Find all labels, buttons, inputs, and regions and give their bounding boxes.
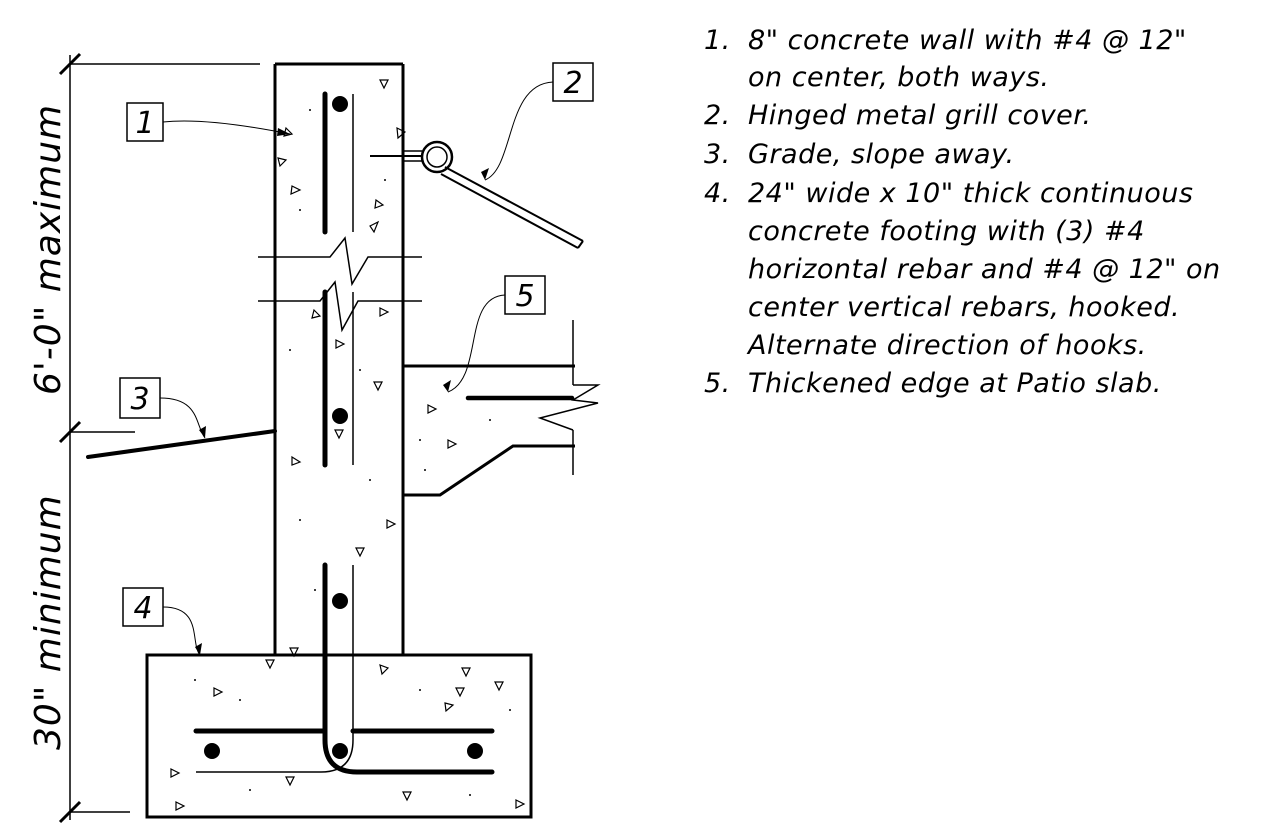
svg-text:on center, both ways.: on center, both ways. (748, 62, 1049, 93)
svg-text:3: 3 (130, 382, 149, 417)
note-1: 1. 8" concrete wall with #4 @ 12" on cen… (704, 25, 1187, 93)
svg-text:1.: 1. (704, 25, 731, 56)
svg-text:Thickened edge at Patio slab.: Thickened edge at Patio slab. (748, 368, 1162, 399)
svg-text:Grade, slope away.: Grade, slope away. (748, 139, 1015, 170)
svg-text:1: 1 (135, 106, 154, 141)
svg-text:Hinged metal grill cover.: Hinged metal grill cover. (748, 100, 1092, 131)
break-lines (258, 236, 422, 333)
note-3: 3. Grade, slope away. (704, 139, 1015, 170)
vertical-rebars (322, 91, 495, 775)
svg-text:5.: 5. (704, 368, 731, 399)
svg-text:2.: 2. (704, 100, 731, 131)
notes-list: 1. 8" concrete wall with #4 @ 12" on cen… (704, 25, 1221, 399)
svg-text:center vertical rebars, hooked: center vertical rebars, hooked. (748, 292, 1180, 323)
vertical-rebars-b (196, 94, 354, 773)
concrete-specks (194, 109, 511, 796)
svg-text:horizontal rebar and #4 @ 12": horizontal rebar and #4 @ 12" on (748, 254, 1221, 285)
note-4: 4. 24" wide x 10" thick continuous concr… (704, 178, 1221, 361)
rebar-dots (204, 96, 483, 759)
svg-text:Alternate direction of hooks.: Alternate direction of hooks. (746, 330, 1147, 361)
concrete-wall (273, 62, 405, 655)
grade-line (86, 429, 277, 459)
dimension-ticks (58, 52, 82, 824)
callout-4: 4 (122, 587, 164, 627)
svg-text:3.: 3. (704, 139, 731, 170)
note-5: 5. Thickened edge at Patio slab. (704, 368, 1162, 399)
callout-2: 2 (552, 62, 594, 102)
dimension-lower: 30" minimum (28, 494, 69, 750)
concrete-aggregate (170, 79, 526, 811)
svg-text:5: 5 (515, 279, 534, 314)
callout-3: 3 (119, 377, 161, 419)
callout-5: 5 (504, 275, 546, 315)
note-2: 2. Hinged metal grill cover. (704, 100, 1092, 131)
svg-text:4: 4 (133, 591, 152, 626)
concrete-footing (145, 653, 533, 819)
svg-text:4.: 4. (704, 178, 731, 209)
dimension-upper: 6'-0" maximum (28, 104, 69, 395)
hinged-grill-cover (370, 140, 584, 249)
callout-leaders (159, 81, 554, 656)
callout-1: 1 (126, 102, 164, 142)
patio-slab (403, 320, 601, 497)
dimension-lines (69, 55, 260, 820)
svg-text:concrete footing with (3) #4: concrete footing with (3) #4 (748, 216, 1145, 247)
svg-text:8" concrete wall with #4 @ 12": 8" concrete wall with #4 @ 12" (748, 25, 1187, 56)
svg-text:2: 2 (563, 66, 582, 101)
callout-arrows (195, 128, 489, 655)
svg-text:24" wide x 10" thick continuou: 24" wide x 10" thick continuous (748, 178, 1193, 209)
